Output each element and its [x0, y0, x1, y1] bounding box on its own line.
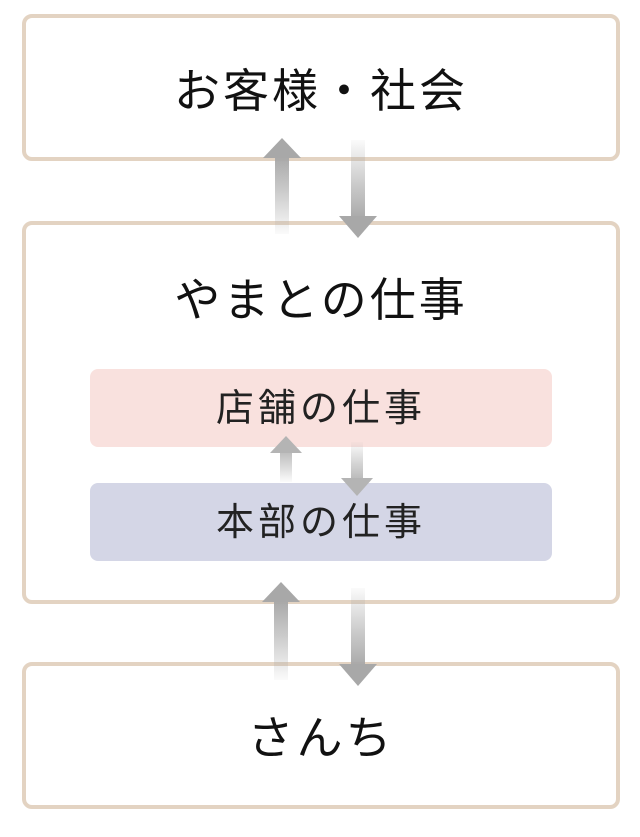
box-sanchi: さんち [22, 662, 620, 809]
box-yamato-work: やまとの仕事 店舗の仕事 本部の仕事 [22, 221, 620, 604]
store-work-label: 店舗の仕事 [215, 386, 426, 430]
hq-work-box: 本部の仕事 [90, 483, 552, 561]
sanchi-label: さんち [247, 711, 395, 765]
yamato-work-label: やまとの仕事 [174, 273, 468, 327]
hq-work-label: 本部の仕事 [215, 500, 426, 544]
box-customers-society: お客様・社会 [22, 14, 620, 161]
customers-society-label: お客様・社会 [174, 64, 468, 118]
store-work-box: 店舗の仕事 [90, 369, 552, 447]
